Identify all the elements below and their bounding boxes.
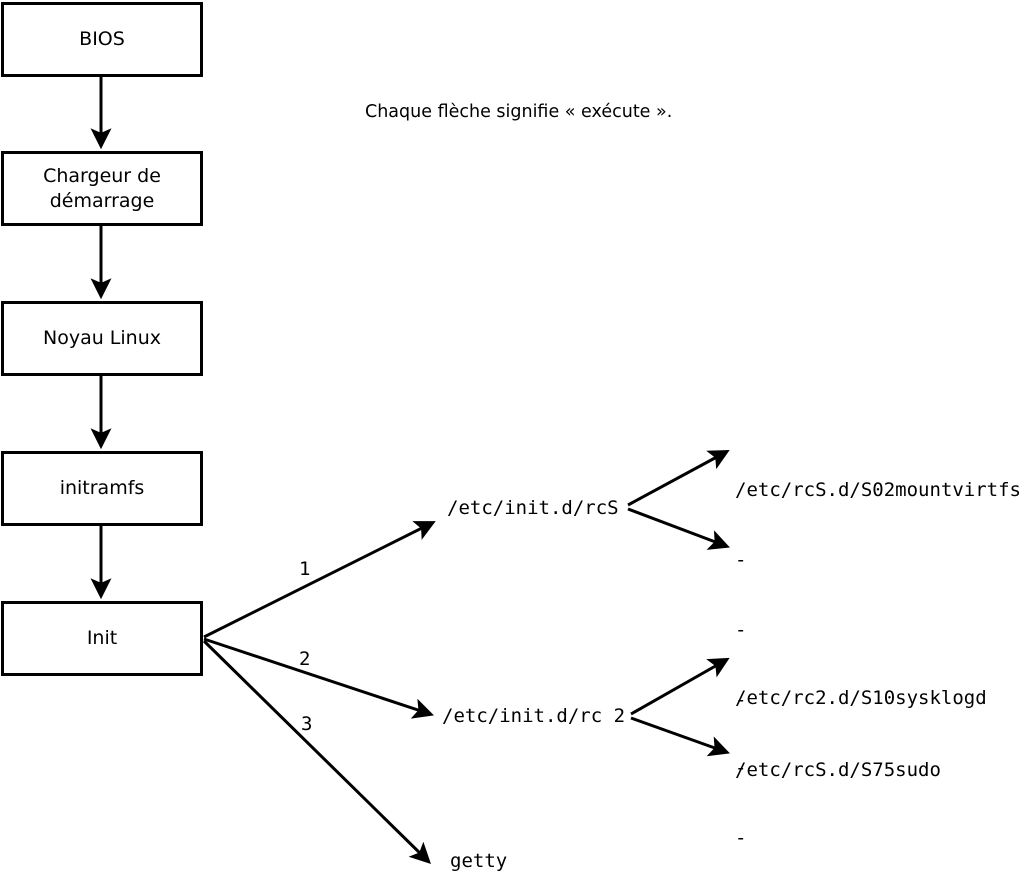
flow-box-initramfs-label: initramfs xyxy=(59,477,145,500)
rc2-child-2: - xyxy=(735,827,747,849)
rcS-children-list: /etc/rcS.d/S02mountvirtfs - - - /etc/rcS… xyxy=(735,433,1021,827)
arrow-rc2-to-S99gdm xyxy=(630,716,730,757)
flow-box-init: Init xyxy=(1,601,203,676)
arrow-init-to-rcS xyxy=(203,521,436,639)
flow-box-bios-label: BIOS xyxy=(79,28,125,51)
branch-number-3: 3 xyxy=(301,713,313,735)
flow-box-bootloader: Chargeur de démarrage xyxy=(1,151,203,226)
rc2-child-1: - xyxy=(735,757,747,779)
script-label-getty: getty xyxy=(450,850,508,872)
flow-box-initramfs: initramfs xyxy=(1,451,203,526)
branch-number-2: 2 xyxy=(299,648,311,670)
rcS-child-2: - xyxy=(735,619,747,641)
flow-box-bios: BIOS xyxy=(1,2,203,77)
rcS-child-0: /etc/rcS.d/S02mountvirtfs xyxy=(735,479,1021,501)
rcS-child-1: - xyxy=(735,549,747,571)
arrow-rcS-to-S02mountvirtfs xyxy=(627,450,730,507)
arrow-rc2-to-S10sysklogd xyxy=(630,657,730,716)
arrow-init-to-getty xyxy=(202,639,431,864)
flow-box-bootloader-label: Chargeur de démarrage xyxy=(43,164,161,212)
rc2-child-0: /etc/rc2.d/S10sysklogd xyxy=(735,687,987,709)
flow-box-init-label: Init xyxy=(86,627,118,650)
flow-box-kernel-label: Noyau Linux xyxy=(43,327,161,350)
arrow-init-to-rc2 xyxy=(203,637,434,719)
script-label-rcS: /etc/init.d/rcS xyxy=(447,497,619,519)
flow-box-kernel: Noyau Linux xyxy=(1,301,203,376)
rc2-children-list: /etc/rc2.d/S10sysklogd - - - /etc/rc2.d/… xyxy=(735,641,987,875)
arrow-rcS-to-S75sudo xyxy=(627,507,730,550)
arrow-meaning-note: Chaque flèche signifie « exécute ». xyxy=(365,102,673,122)
script-label-rc2: /etc/init.d/rc 2 xyxy=(442,705,626,727)
rcS-child-3: - xyxy=(735,689,747,711)
branch-number-1: 1 xyxy=(299,558,311,580)
rcS-child-4: /etc/rcS.d/S75sudo xyxy=(735,759,941,781)
